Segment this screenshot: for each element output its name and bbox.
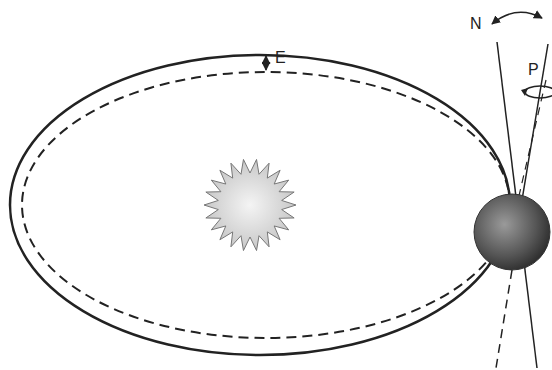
- eccentricity-label: E: [275, 50, 286, 66]
- axis-line-dashed: [496, 270, 512, 368]
- dashed-orbit: [22, 72, 510, 338]
- precession-label: P: [528, 62, 539, 78]
- precession-loop: [525, 86, 552, 98]
- nutation-arrow: [492, 12, 542, 24]
- nutation-label: N: [470, 16, 482, 32]
- solid-orbit: [10, 55, 510, 355]
- sun-symbol: [204, 159, 296, 250]
- eccentricity-arrow: [265, 56, 267, 70]
- earth: [474, 194, 550, 270]
- axis-line: [522, 44, 548, 200]
- precession-arrowhead: [521, 88, 528, 96]
